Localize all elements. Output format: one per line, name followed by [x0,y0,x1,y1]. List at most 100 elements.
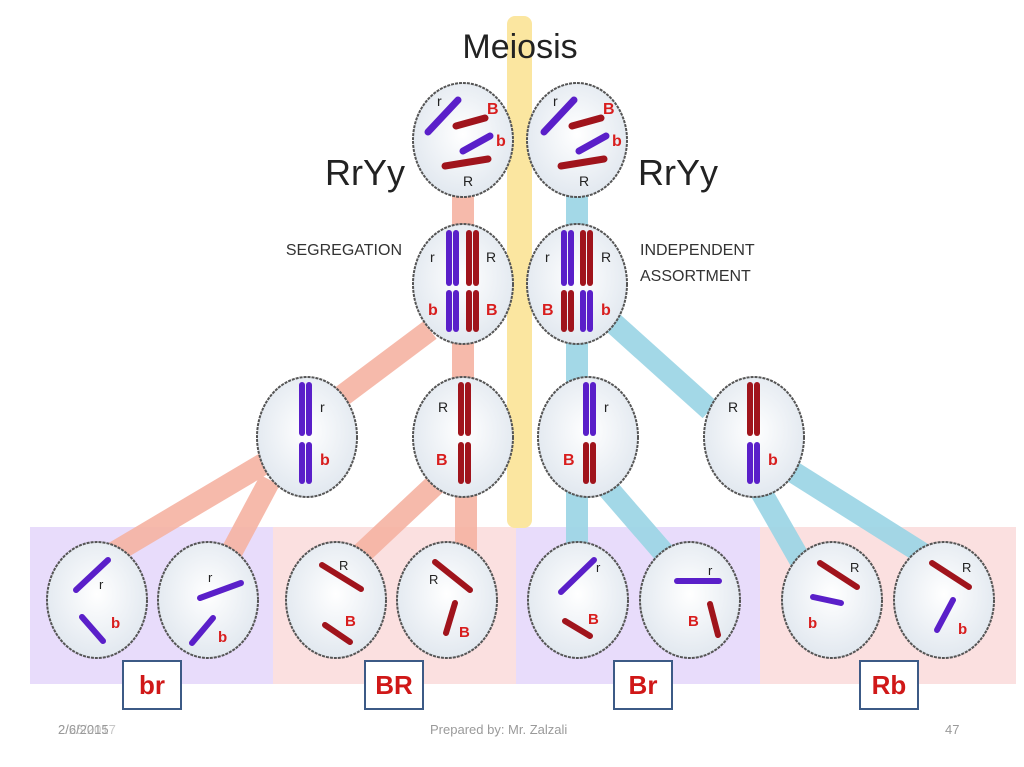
chromosome-recessive [189,615,216,646]
allele-label: b [496,133,506,150]
allele-label: r [708,563,713,578]
parent-genotype-right: RrYy [638,152,718,193]
path-segment [596,477,679,568]
parent-cell-left: r B b R [412,82,514,198]
allele-label: r [430,249,435,265]
independent-assortment-label-2: ASSORTMENT [640,268,751,285]
chromosome-dominant [562,618,593,639]
chromosome-recessive [558,557,597,595]
chromosome-recessive [540,96,578,136]
chromosome-dominant [473,230,479,286]
chromosome-dominant [561,290,567,332]
gamete-type-label: Rb [871,669,907,700]
path-segment [352,471,448,564]
allele-label: B [345,613,356,630]
chromosome-recessive [79,614,106,644]
chromosome-dominant [466,290,472,332]
metaphase-cell-left: r R b B [412,223,514,345]
allele-label: R [339,558,348,573]
chromosome-dominant [707,601,721,638]
chromosome-recessive [453,290,459,332]
chromosome-dominant [473,290,479,332]
chromosome-recessive [561,230,567,286]
chromosome-dominant [568,290,574,332]
path-segment [784,460,931,565]
chromosome-dominant [432,559,473,593]
allele-label: R [601,249,611,265]
chromosome-recessive [424,96,462,136]
chromosome-recessive [587,290,593,332]
chromosome-dominant [458,442,464,484]
chromosome-dominant [587,230,593,286]
gamete-type-box-br: br [122,660,182,710]
chromosome-recessive [299,382,305,436]
metaphase-cell-right: r R B b [526,223,628,345]
path-segment [323,321,437,414]
allele-label: b [111,615,120,632]
chromosome-dominant [452,114,489,130]
gamete-cell: R B [285,541,387,659]
path-segment [104,450,276,565]
chromosome-dominant [747,382,753,436]
chromosome-recessive [754,442,760,484]
chromosome-dominant [441,155,492,170]
gamete-type-label: br [139,669,165,700]
allele-label: R [579,173,589,189]
chromosome-dominant [458,382,464,436]
chromosome-recessive [459,132,494,155]
gamete-cell: R B [396,541,498,659]
allele-label: B [588,611,599,628]
chromosome-recessive [934,597,956,633]
gamete-cell: R b [893,541,995,659]
chromosome-dominant [557,155,608,170]
chromosome-recessive [306,382,312,436]
allele-label: R [962,560,971,575]
allele-label: r [553,93,558,109]
allele-label: b [601,302,611,319]
chromosome-dominant [754,382,760,436]
path-segment [750,484,810,566]
meiosis1-cell-rB: r B [537,376,639,498]
chromosome-dominant [590,442,596,484]
chromosome-dominant [465,442,471,484]
allele-label: R [728,399,738,415]
allele-label: B [486,302,498,319]
chromosome-recessive [583,382,589,436]
allele-label: R [429,572,438,587]
allele-label: b [320,452,330,469]
allele-label: b [428,302,438,319]
gamete-cell: R b [781,541,883,659]
allele-label: B [603,101,615,118]
allele-label: B [563,452,575,469]
path-segment [220,474,280,561]
gamete-type-label: BR [375,669,413,700]
allele-label: R [438,399,448,415]
allele-label: b [218,629,227,646]
allele-label: r [596,560,601,575]
footer-date: 2/6/2015 [58,722,109,737]
allele-label: b [768,452,778,469]
gamete-type-box-Br: Br [613,660,673,710]
allele-label: B [688,613,699,630]
gamete-type-label: Br [628,669,658,700]
gamete-cell: r b [46,541,148,659]
chromosome-recessive [299,442,305,484]
chromosome-recessive [590,382,596,436]
allele-label: B [436,452,448,469]
allele-label: B [542,302,554,319]
chromosome-recessive [73,557,111,593]
chromosome-recessive [747,442,753,484]
chromosome-recessive [446,230,452,286]
chromosome-recessive [197,580,244,601]
allele-label: r [437,93,442,109]
footer-date-overlay: 2/25/2017 [58,722,116,737]
allele-label: b [612,133,622,150]
allele-label: r [545,249,550,265]
chromosome-dominant [322,622,353,645]
gamete-cell: r B [639,541,741,659]
allele-label: b [808,615,817,632]
chromosome-recessive [575,132,610,155]
chromosome-dominant [568,114,605,130]
meiosis1-cell-Rb: R b [703,376,805,498]
